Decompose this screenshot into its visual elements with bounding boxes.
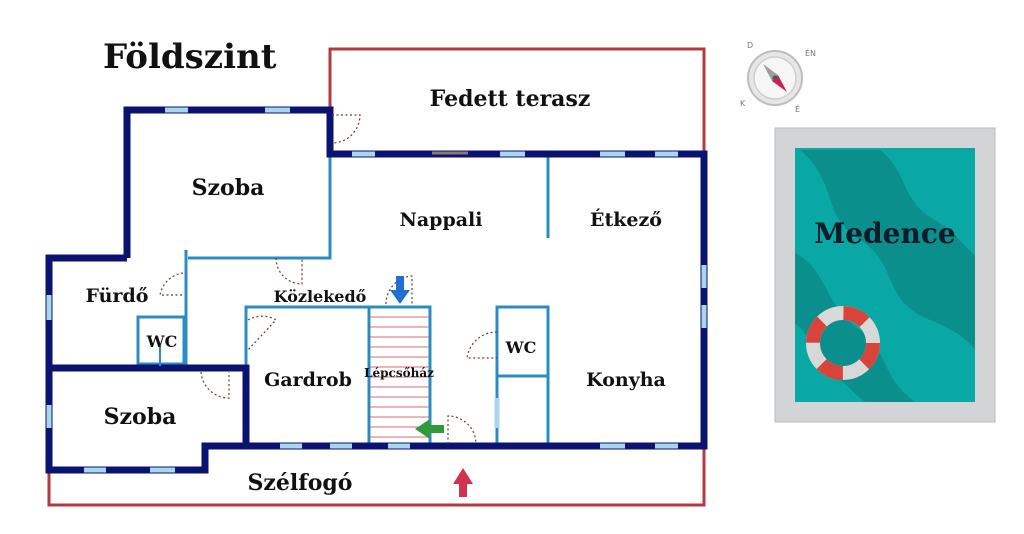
windows	[46, 107, 707, 473]
stair-down-arrow-icon	[390, 276, 410, 304]
room-label-gardrob: Gardrob	[264, 369, 352, 391]
pool-waves	[795, 150, 975, 402]
compass-letter-d: D	[747, 41, 753, 50]
door-swings	[159, 114, 498, 445]
terrace-outline	[328, 47, 706, 154]
room-label-szoba-top: Szoba	[192, 175, 265, 201]
room-label-wc-right: WC	[505, 338, 537, 357]
vestibule-outline	[47, 446, 706, 507]
room-label-kozlekedo: Közlekedő	[274, 287, 367, 306]
pool-label: Medence	[814, 217, 955, 250]
entrance-arrow-icon	[453, 468, 473, 497]
floor-title: Földszint	[103, 37, 277, 77]
staircase	[370, 316, 429, 438]
room-label-konyha: Konyha	[586, 369, 666, 391]
stair-left-arrow-icon	[415, 419, 444, 439]
room-label-lepcsohaz: Lépcsőház	[364, 366, 434, 380]
compass-letter-e: É	[795, 103, 800, 114]
room-label-szoba-bottom: Szoba	[104, 404, 177, 430]
outer-walls	[45, 106, 708, 474]
compass-letter-k: K	[740, 99, 746, 108]
room-label-szelfogo: Szélfogó	[248, 470, 353, 496]
room-label-furdo: Fürdő	[86, 285, 149, 307]
compass-icon: D ÉN É K	[740, 41, 816, 114]
room-label-nappali: Nappali	[400, 209, 483, 231]
room-label-wc-left: WC	[146, 332, 178, 351]
room-label-fedett-terasz: Fedett terasz	[430, 86, 591, 112]
compass-letter-en: ÉN	[805, 47, 816, 58]
room-label-etkezo: Étkező	[590, 208, 662, 231]
lifebuoy-icon	[806, 306, 880, 380]
pool: Medence	[774, 127, 996, 423]
